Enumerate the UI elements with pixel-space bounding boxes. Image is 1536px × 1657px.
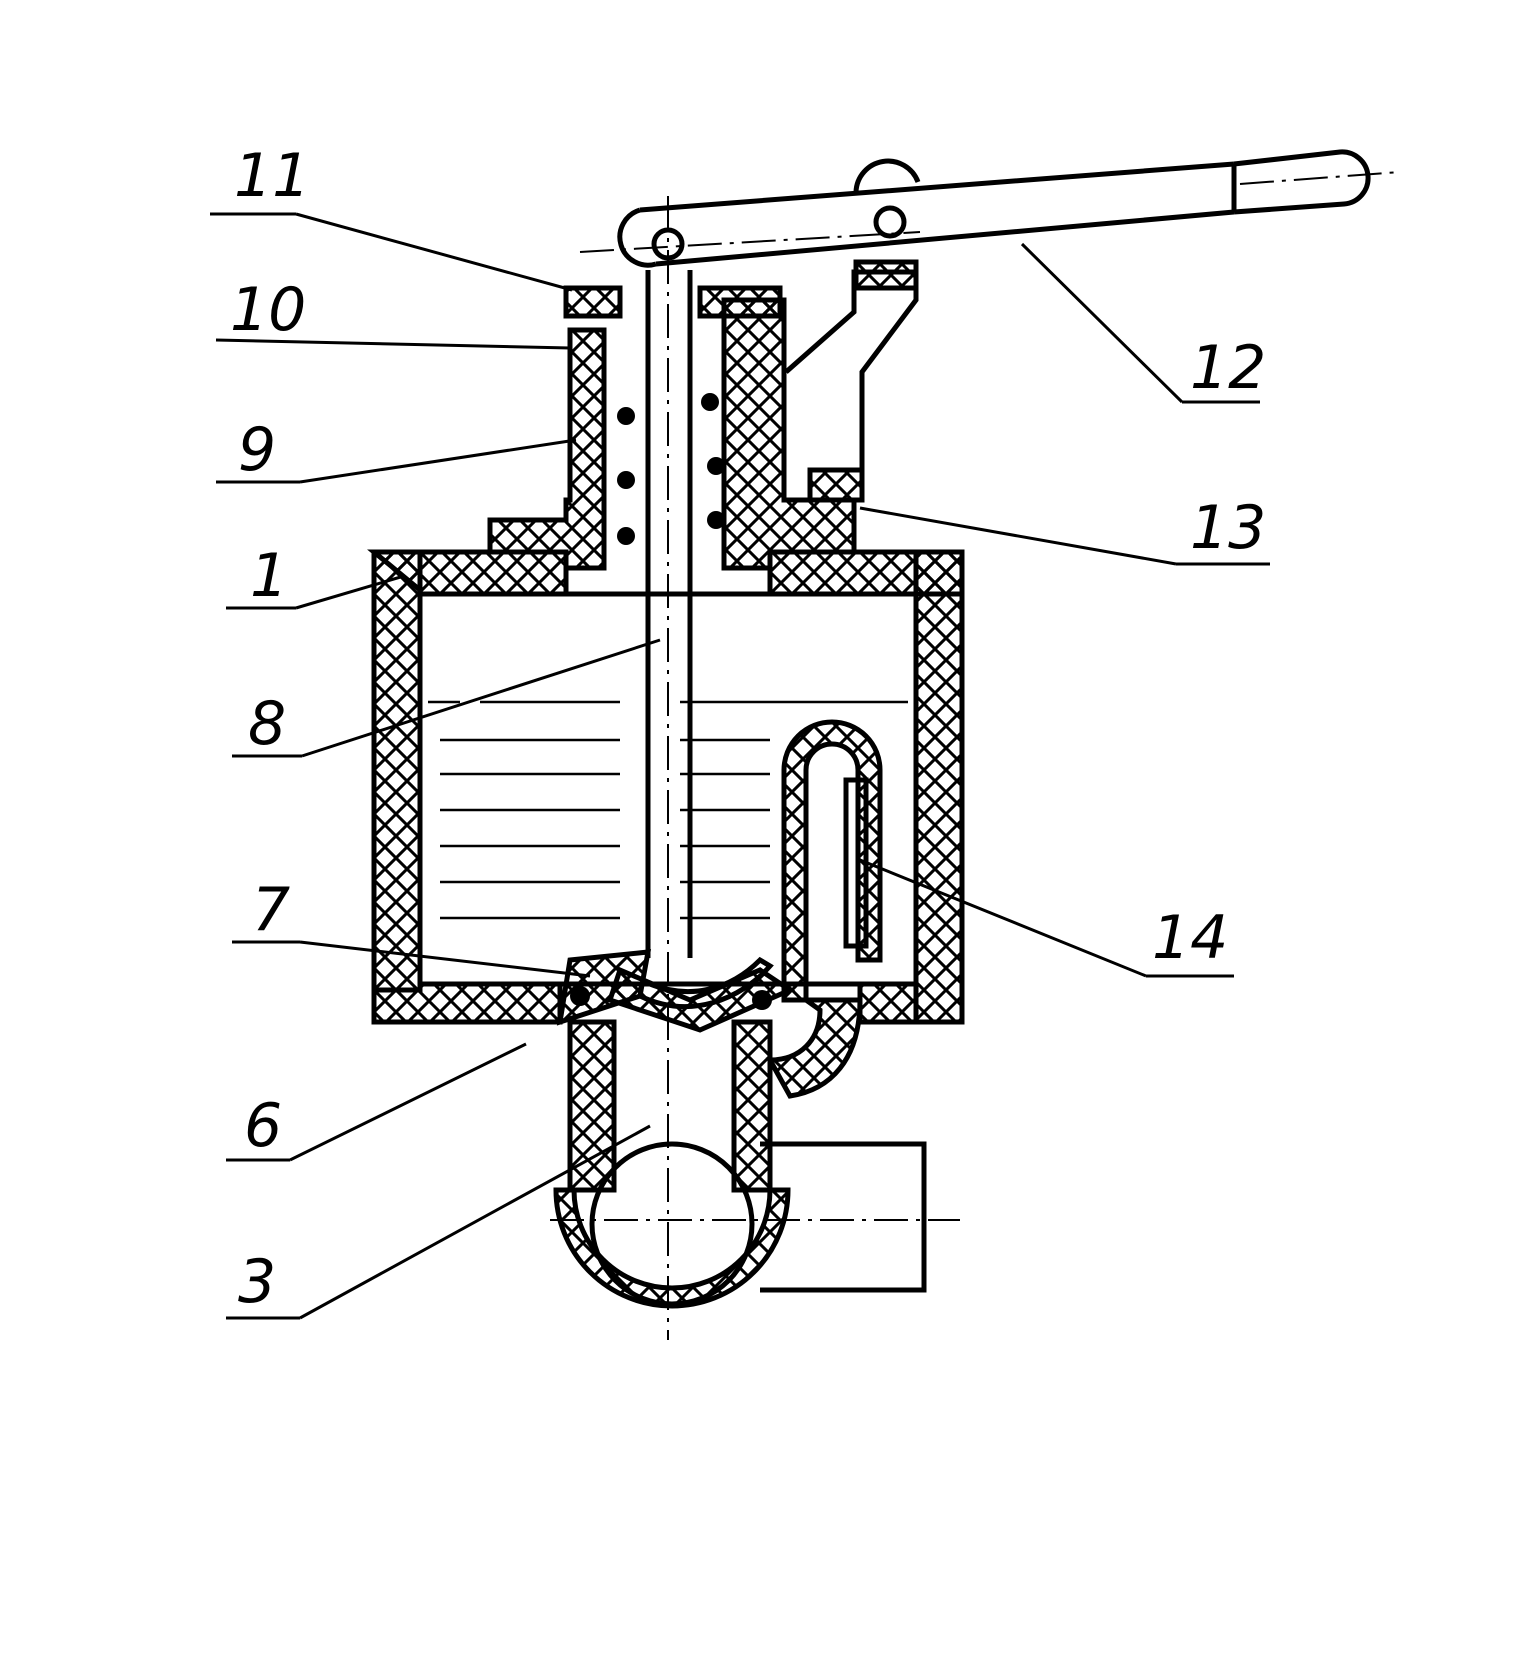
label-13: 13 (1190, 493, 1266, 563)
valve-stem (645, 270, 693, 958)
outlet-pipe (550, 1019, 960, 1309)
label-14: 14 (1152, 903, 1228, 973)
leader-lines (210, 212, 1270, 1320)
label-11: 11 (234, 141, 310, 211)
label-8: 8 (248, 689, 286, 759)
valve-seat (556, 949, 796, 1033)
label-1: 1 (250, 541, 288, 611)
label-9: 9 (238, 415, 276, 485)
siphon-tube (765, 719, 883, 1099)
label-3: 3 (238, 1247, 276, 1317)
liquid-fill (428, 700, 908, 920)
neck-bushing (487, 285, 857, 571)
container-body (367, 549, 965, 1025)
lever-handle (579, 149, 1401, 268)
label-6: 6 (244, 1091, 282, 1161)
label-12: 12 (1190, 333, 1266, 403)
part-labels: 11 10 9 1 8 7 6 3 12 13 14 (230, 141, 1266, 1317)
lever-bracket (784, 259, 919, 503)
label-10: 10 (230, 275, 306, 345)
label-7: 7 (252, 875, 290, 945)
